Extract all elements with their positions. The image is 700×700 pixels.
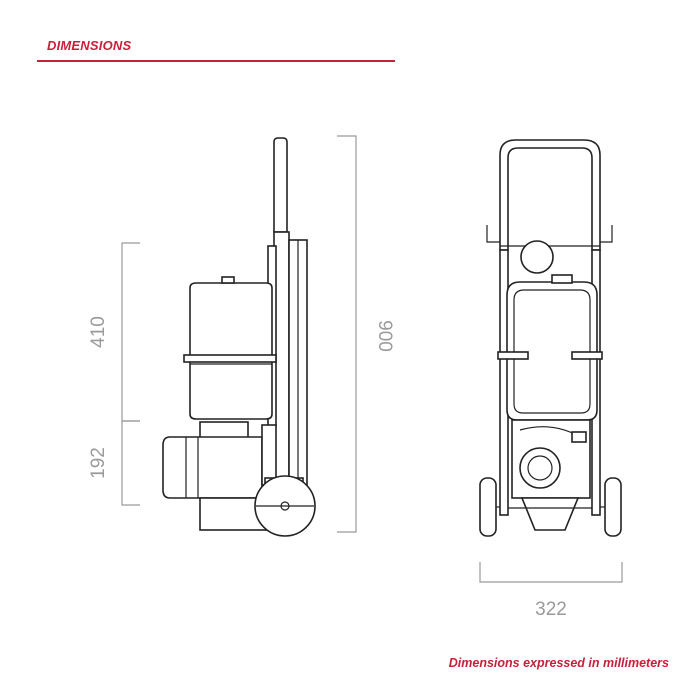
dimension-total-height-label: 900 <box>374 320 395 352</box>
dimension-width-label: 322 <box>535 599 567 620</box>
dimension-upper-label: 410 <box>88 316 109 348</box>
front-view <box>479 139 622 537</box>
dimension-lower-label: 192 <box>88 447 109 479</box>
dimension-total-height-bracket <box>337 135 357 533</box>
dimension-width-bracket <box>479 562 623 583</box>
side-view <box>162 137 316 537</box>
dimension-lower-bracket <box>121 420 140 506</box>
page-title: DIMENSIONS <box>47 38 132 53</box>
title-divider <box>37 60 395 62</box>
units-note: Dimensions expressed in millimeters <box>448 656 669 670</box>
dimension-upper-bracket <box>121 242 140 422</box>
